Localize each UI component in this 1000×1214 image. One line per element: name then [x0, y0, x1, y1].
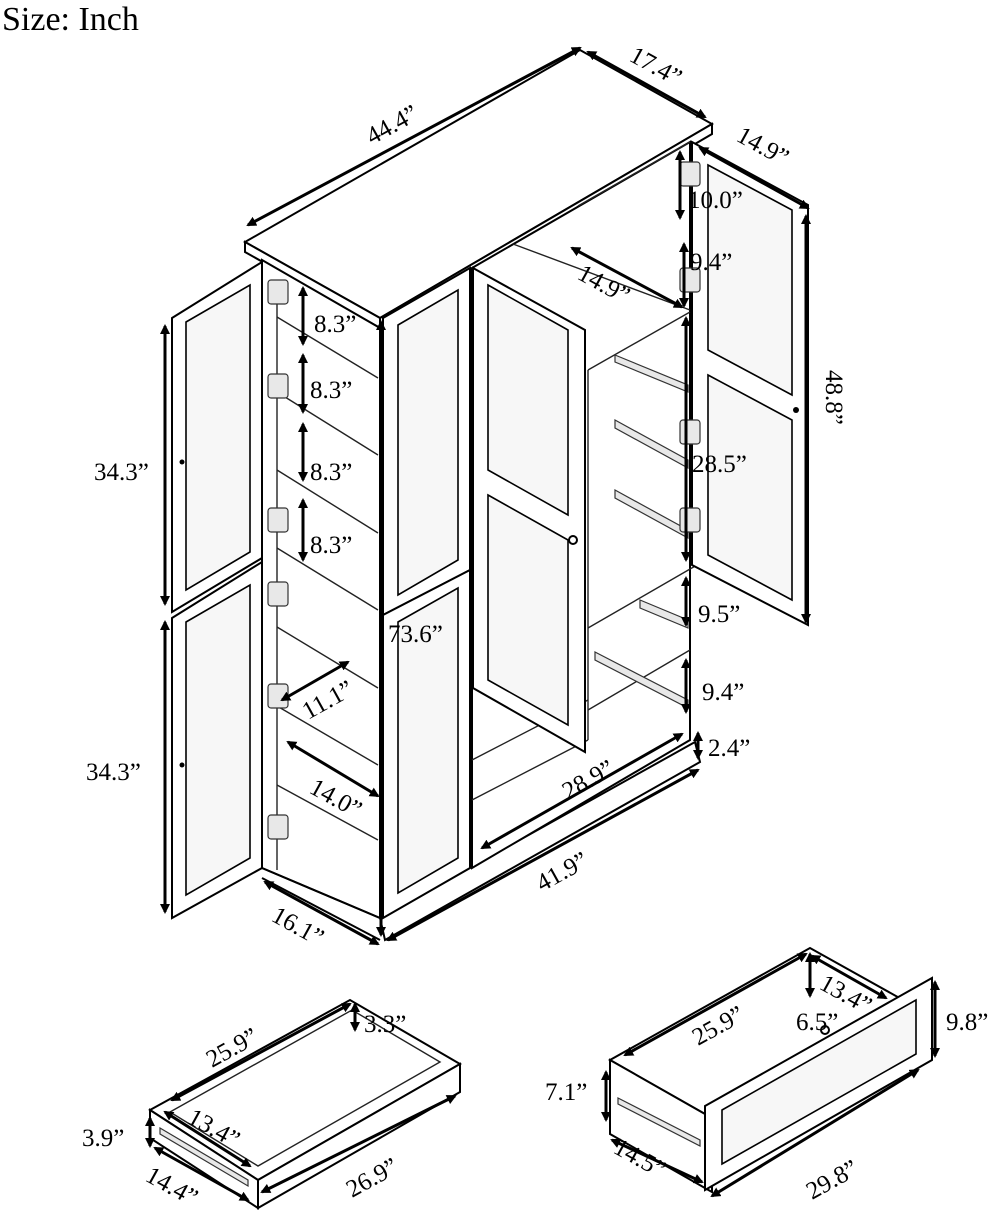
large-drawer-dimension-arrows — [601, 952, 940, 1198]
lower-gap-2-label: 9.4” — [702, 679, 744, 706]
left-upper-door-height-label: 34.3” — [94, 459, 149, 486]
large-drawer-labels: 25.9” 13.4” 6.5” 9.8” 7.1” 14.5” 29.8” — [545, 970, 988, 1206]
small-drawer-dimension-arrows — [145, 1002, 457, 1202]
cabinet-dimension-arrows — [160, 46, 811, 946]
overall-height-label: 73.6” — [388, 621, 443, 648]
left-shelf-gap-2-label: 8.3” — [310, 377, 352, 404]
left-lower-door-height-label: 34.3” — [86, 759, 141, 786]
lower-gap-1-label: 9.5” — [698, 601, 740, 628]
side-depth-label: 16.1” — [267, 902, 328, 952]
top-width-label: 44.4” — [362, 100, 423, 150]
large-drawer-front-width-label: 29.8” — [802, 1155, 863, 1205]
right-shelf-gap-label: 9.4” — [690, 249, 732, 276]
base-height-label: 2.4” — [708, 735, 750, 762]
door-knob-icon — [568, 535, 578, 545]
large-drawer-inner-height-label: 6.5” — [796, 1009, 838, 1036]
right-door-width-label: 14.9” — [732, 122, 793, 172]
large-drawer-front-height-label: 9.8” — [946, 1009, 988, 1036]
left-shelf-gap-4-label: 8.3” — [310, 532, 352, 559]
small-drawer-height-label: 3.3” — [364, 1011, 406, 1038]
right-door-height-label: 48.8” — [820, 370, 847, 425]
page-title: Size: Inch — [2, 1, 139, 38]
small-drawer-front-height-label: 3.9” — [82, 1125, 124, 1152]
wardrobe-cabinet-drawing — [171, 48, 809, 942]
drawer-section-height-label: 28.5” — [692, 451, 747, 478]
upper-right-gap-label: 10.0” — [688, 187, 743, 214]
left-shelf-gap-1-label: 8.3” — [314, 311, 356, 338]
small-drawer-outer-length-label: 26.9” — [342, 1153, 403, 1203]
left-shelf-gap-3-label: 8.3” — [310, 459, 352, 486]
large-drawer-side-height-label: 7.1” — [545, 1079, 587, 1106]
